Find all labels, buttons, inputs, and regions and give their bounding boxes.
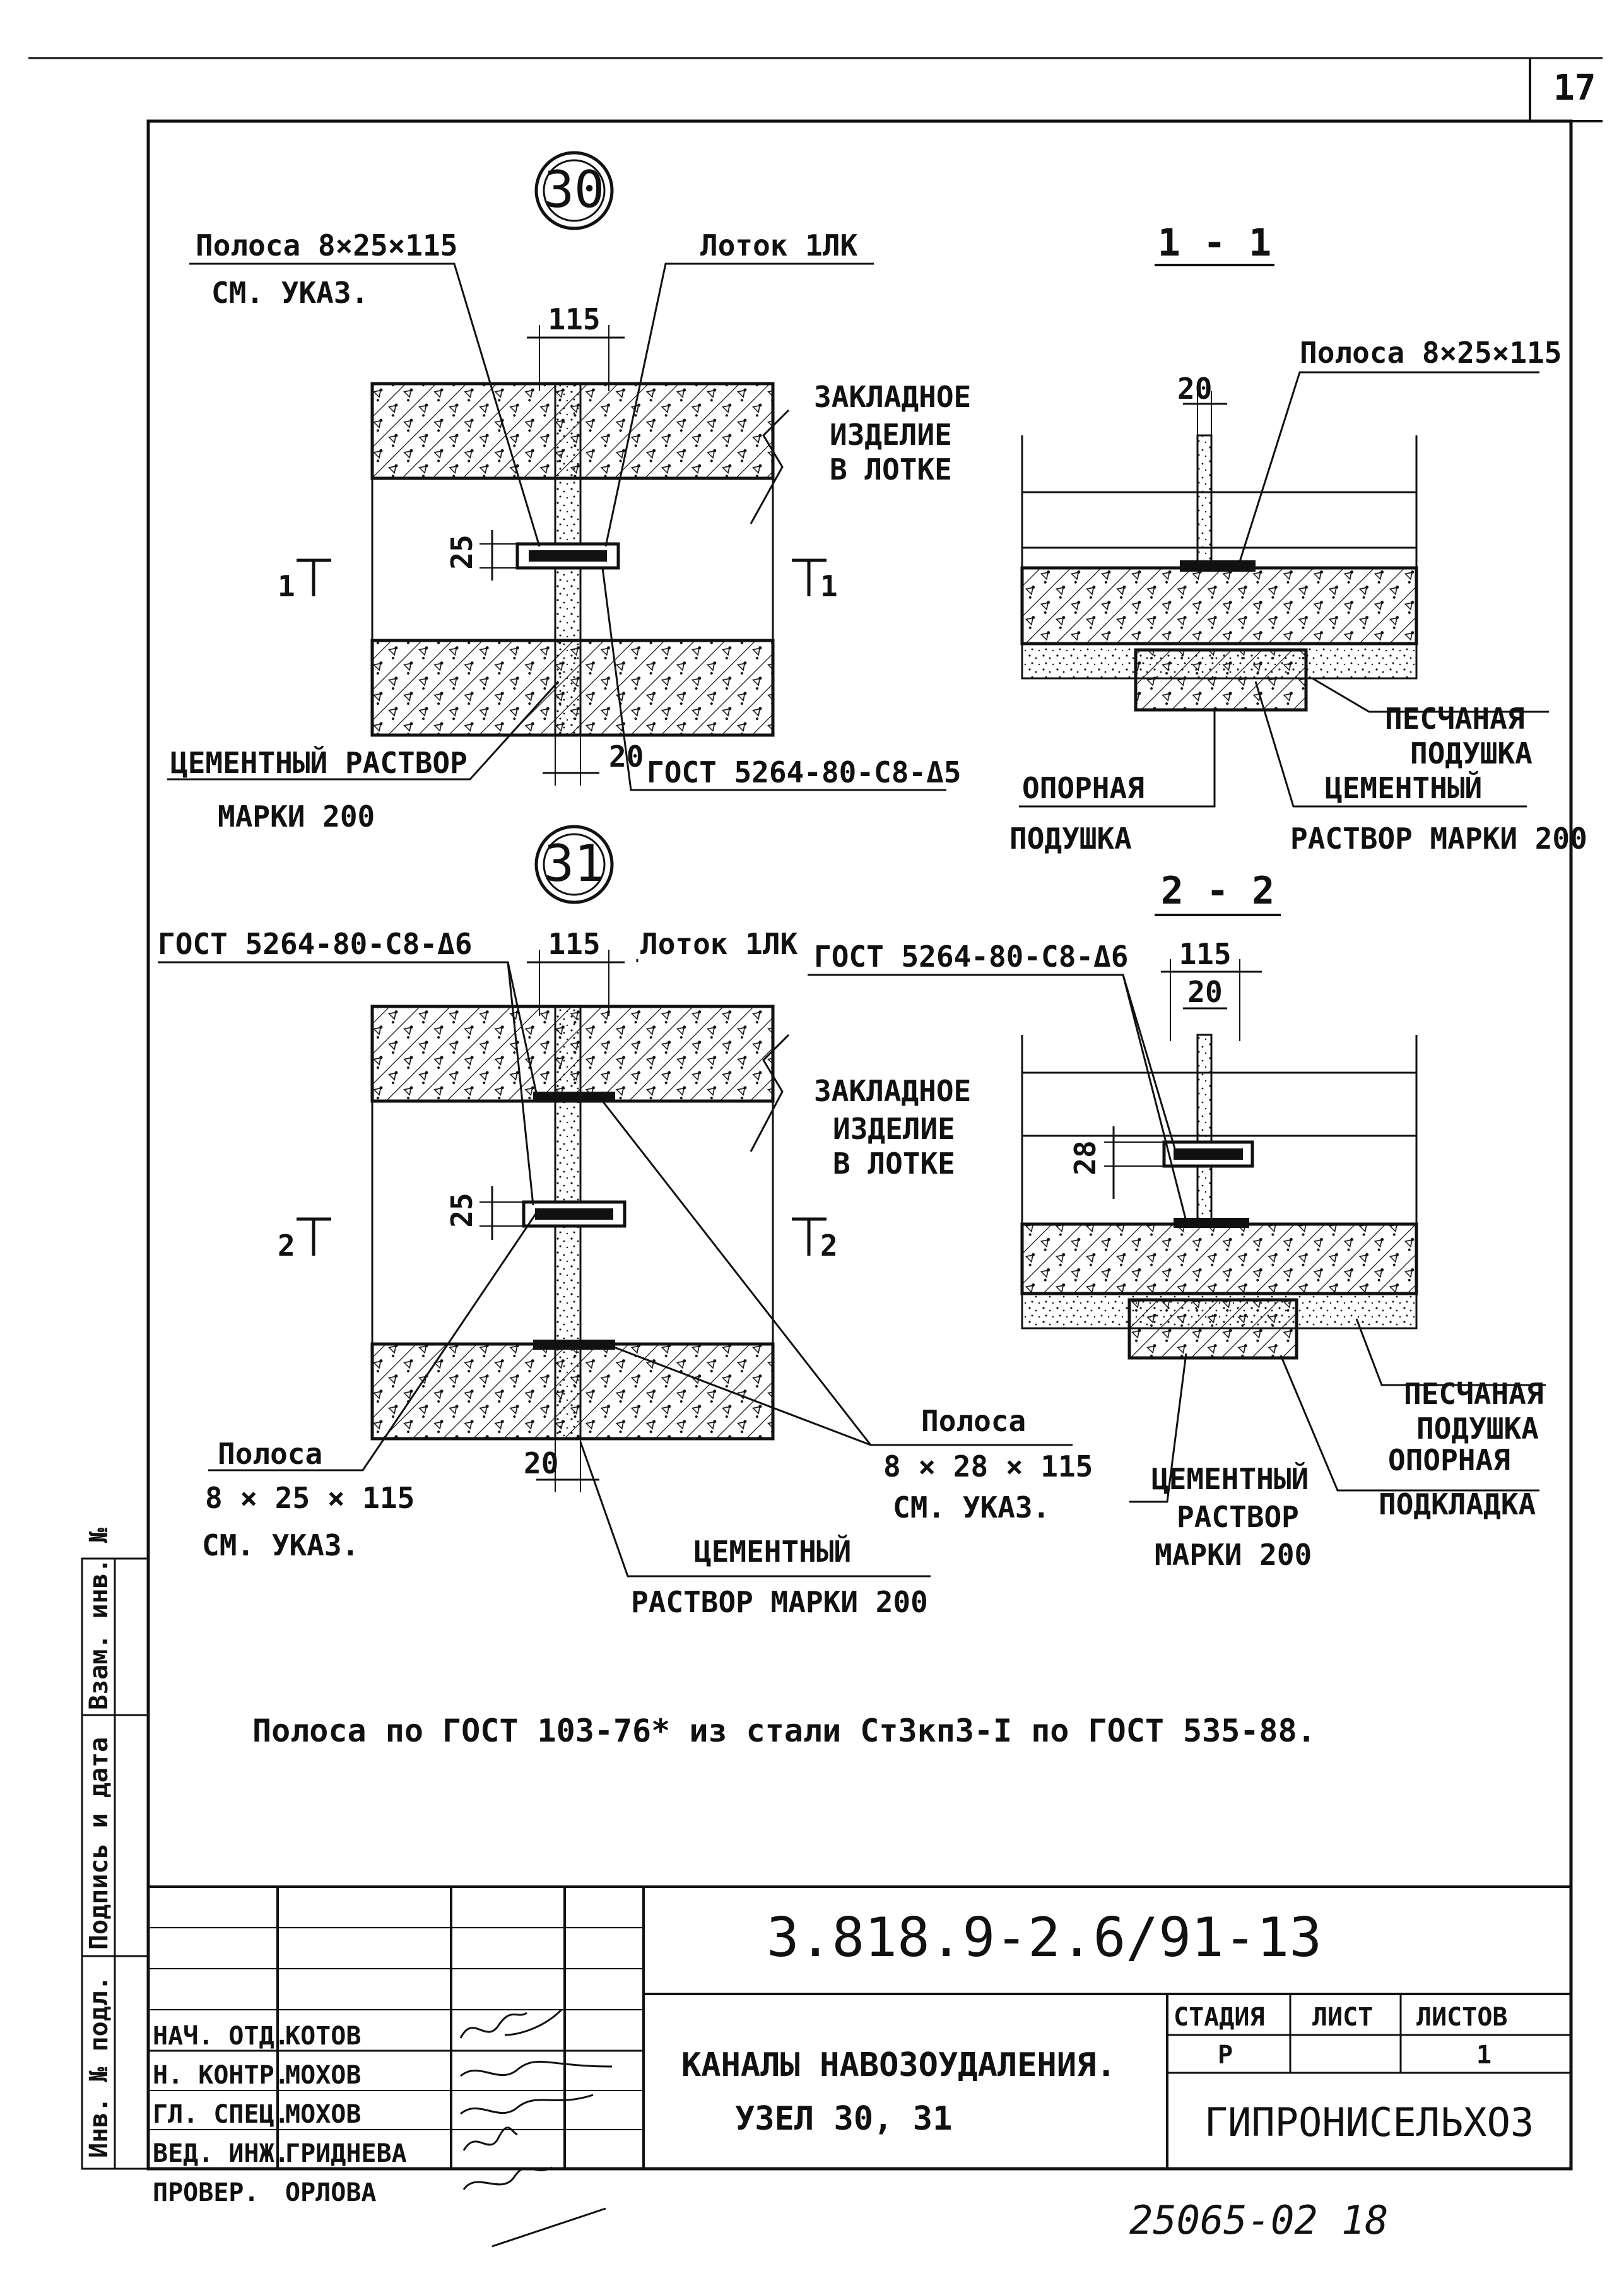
node30-dim-25: 25 (445, 534, 479, 569)
node31-strip-left-3: СМ. УКАЗ. (202, 1528, 359, 1562)
organization: ГИПРОНИСЕЛЬХОЗ (1204, 2099, 1534, 2145)
s22-support-1: ОПОРНАЯ (1388, 1443, 1510, 1477)
material-note: Полоса по ГОСТ 103-76* из стали Ст3кп3-I… (252, 1713, 1316, 1749)
node31-embedded-3: В ЛОТКЕ (833, 1147, 955, 1181)
s22-mortar-3: МАРКИ 200 (1155, 1538, 1312, 1572)
node30-strip-note: СМ. УКАЗ. (211, 276, 368, 310)
node30-mortar-1: ЦЕМЕНТНЫЙ РАСТВОР (170, 746, 468, 780)
s22-weld-label: ГОСТ 5264-80-С8-Δ6 (814, 940, 1129, 974)
node-31-plan: 31 115 25 20 2 2 (158, 825, 1073, 1577)
sheet-header: ЛИСТ (1312, 2003, 1373, 2032)
name-3: ГРИДНЕВА (285, 2139, 407, 2168)
stage-value: Р (1218, 2041, 1233, 2070)
node31-strip-right-2: 8 × 28 × 115 (883, 1449, 1093, 1483)
node31-mortar-1: ЦЕМЕНТНЫЙ (694, 1535, 851, 1569)
node31-tray-label: Лоток 1ЛК (640, 927, 798, 961)
role-1: Н. КОНТР. (153, 2061, 290, 2090)
node-30-number: 30 (544, 160, 604, 219)
stamp-inv-podl: Инв. № подл. (85, 1976, 114, 2158)
node31-strip-left-2: 8 × 25 × 115 (205, 1481, 415, 1515)
s11-support-2: ПОДУШКА (1009, 822, 1132, 856)
node31-embedded-1: ЗАКЛАДНОЕ (814, 1074, 971, 1108)
s11-sand-2: ПОДУШКА (1410, 736, 1533, 770)
node30-embedded-3: В ЛОТКЕ (830, 452, 952, 486)
name-2: МОХОВ (285, 2100, 361, 2129)
node30-embedded-2: ИЗДЕЛИЕ (830, 418, 952, 452)
s22-sand-1: ПЕСЧАНАЯ (1404, 1377, 1544, 1411)
sheets-value: 1 (1476, 2041, 1492, 2070)
section-2-2: 115 20 28 (808, 914, 1546, 1503)
s22-dim-28: 28 (1068, 1140, 1102, 1175)
node31-strip-right-3: СМ. УКАЗ. (893, 1490, 1050, 1524)
s22-support-2: ПОДКЛАДКА (1379, 1487, 1536, 1521)
node30-dim-115: 115 (548, 302, 600, 336)
s11-support-1: ОПОРНАЯ (1022, 771, 1144, 805)
node31-weld-label: ГОСТ 5264-80-С8-Δ6 (158, 927, 473, 961)
s22-dim-20: 20 (1187, 975, 1222, 1009)
sheets-header: ЛИСТОВ (1416, 2003, 1508, 2032)
side-stamp (81, 1557, 150, 2170)
page-number: 17 (1553, 68, 1596, 109)
node31-dim-20: 20 (524, 1446, 558, 1480)
node31-cut-right: 2 (820, 1229, 838, 1263)
signatures (459, 2008, 613, 2248)
node30-embedded-1: ЗАКЛАДНОЕ (814, 380, 971, 414)
s11-mortar-1: ЦЕМЕНТНЫЙ (1325, 771, 1482, 805)
section-1-1: 20 (1019, 264, 1549, 808)
stage-header: СТАДИЯ (1174, 2003, 1265, 2032)
s11-sand-1: ПЕСЧАНАЯ (1385, 702, 1525, 736)
role-2: ГЛ. СПЕЦ. (153, 2100, 290, 2129)
node31-embedded-2: ИЗДЕЛИЕ (833, 1112, 955, 1146)
s11-strip-label: Полоса 8×25×115 (1300, 336, 1562, 370)
name-0: КОТОВ (285, 2022, 361, 2051)
node30-tray-label: Лоток 1ЛК (700, 228, 858, 262)
sheet-frame (28, 57, 1603, 2171)
role-0: НАЧ. ОТД. (153, 2022, 290, 2051)
section-1-1-title: 1 - 1 (1158, 221, 1272, 265)
s22-mortar-1: ЦЕМЕНТНЫЙ (1151, 1462, 1309, 1496)
name-4: ОРЛОВА (285, 2178, 377, 2207)
node30-cut-right: 1 (820, 569, 838, 603)
role-3: ВЕД. ИНЖ. (153, 2139, 290, 2168)
node-31-number: 31 (544, 834, 604, 893)
node30-mortar-2: МАРКИ 200 (218, 799, 375, 834)
name-1: МОХОВ (285, 2061, 361, 2090)
node31-cut-left: 2 (278, 1229, 295, 1263)
node30-weld-label: ГОСТ 5264-80-С8-Δ5 (647, 755, 962, 789)
node31-strip-left-1: Полоса (218, 1437, 322, 1471)
s11-dim-20: 20 (1177, 372, 1212, 406)
s11-mortar-2: РАСТВОР МАРКИ 200 (1290, 822, 1587, 856)
node31-dim-115: 115 (548, 927, 600, 961)
node31-mortar-2: РАСТВОР МАРКИ 200 (631, 1585, 928, 1619)
stamp-vzam-inv: Взам. инв. № (85, 1528, 114, 1710)
role-4: ПРОВЕР. (153, 2178, 259, 2207)
s22-mortar-2: РАСТВОР (1177, 1500, 1299, 1534)
node30-strip-label: Полоса 8×25×115 (196, 228, 457, 262)
s22-sand-2: ПОДУШКА (1416, 1412, 1539, 1446)
drawing-title-2: УЗЕЛ 30, 31 (735, 2100, 952, 2138)
node-30-plan: 30 115 25 20 1 1 (167, 151, 946, 791)
stamp-podpis-data: Подпись и дата (85, 1737, 114, 1950)
handwritten-number: 25065-02 18 (1129, 2197, 1389, 2243)
document-code: 3.818.9-2.6/91-13 (767, 1906, 1322, 1969)
node31-strip-right-1: Полоса (921, 1404, 1026, 1438)
drawing-title-1: КАНАЛЫ НАВОЗОУДАЛЕНИЯ. (681, 2046, 1116, 2084)
node30-cut-left: 1 (278, 569, 295, 603)
section-2-2-title: 2 - 2 (1161, 869, 1275, 913)
node31-dim-25: 25 (445, 1193, 479, 1227)
s22-dim-115: 115 (1179, 937, 1231, 971)
